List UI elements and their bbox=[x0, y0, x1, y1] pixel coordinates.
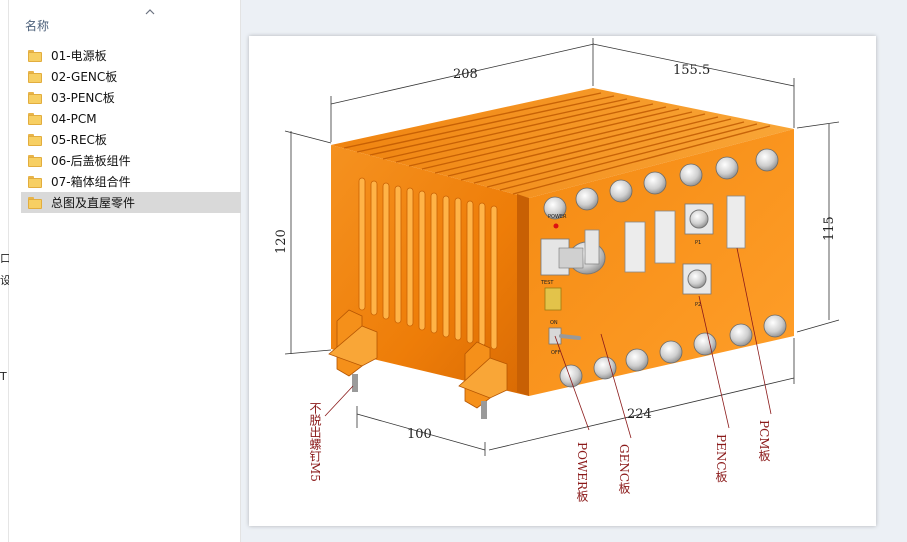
folder-icon bbox=[28, 70, 42, 83]
dimension-lines bbox=[284, 38, 840, 456]
dsub-connector bbox=[584, 229, 600, 265]
list-item[interactable]: 04-PCM bbox=[21, 108, 241, 129]
file-name: 07-箱体组合件 bbox=[51, 175, 131, 189]
panel-label-on: ON bbox=[550, 320, 558, 326]
power-led-icon bbox=[553, 223, 559, 229]
file-name: 02-GENC板 bbox=[51, 70, 118, 84]
file-name: 06-后盖板组件 bbox=[51, 154, 131, 168]
dimension-bottom-length: 224 bbox=[627, 407, 652, 422]
folder-icon bbox=[28, 49, 42, 62]
dsub-connector bbox=[654, 210, 676, 264]
preview-document: POWER TEST P1 P2 ON OFF bbox=[249, 36, 876, 526]
dimension-height-left: 120 bbox=[274, 229, 289, 254]
assembly-drawing: POWER TEST P1 P2 ON OFF bbox=[274, 38, 840, 503]
name-column-header[interactable]: 名称 bbox=[25, 19, 50, 33]
edge-glyph: 口 bbox=[0, 252, 11, 265]
edge-glyph: T bbox=[0, 370, 7, 383]
file-name: 05-REC板 bbox=[51, 133, 107, 147]
list-item[interactable]: 05-REC板 bbox=[21, 129, 241, 150]
mounting-bracket-left bbox=[328, 309, 378, 392]
list-item[interactable]: 07-箱体组合件 bbox=[21, 171, 241, 192]
folder-icon bbox=[28, 91, 42, 104]
list-item[interactable]: 06-后盖板组件 bbox=[21, 150, 241, 171]
folder-icon bbox=[28, 196, 42, 209]
panel-label-power: POWER bbox=[548, 214, 567, 220]
file-explorer-pane: 名称 01-电源板 02-GENC板 03-PENC板 04-PCM 05-RE… bbox=[9, 0, 241, 542]
bnc-connector-p1 bbox=[684, 203, 714, 235]
housing-edge bbox=[517, 194, 529, 396]
bnc-connector-p2 bbox=[682, 263, 712, 295]
list-item-selected[interactable]: 总图及直屋零件 bbox=[21, 192, 241, 213]
folder-icon bbox=[28, 154, 42, 167]
file-list: 01-电源板 02-GENC板 03-PENC板 04-PCM 05-REC板 … bbox=[21, 45, 241, 213]
callout-screw: 不脱出螺钉M5 bbox=[308, 402, 322, 482]
connector-knobs-top bbox=[543, 148, 779, 220]
dimension-top-width: 208 bbox=[453, 67, 478, 82]
left-window-edge: 口 设 T bbox=[0, 0, 11, 542]
sort-ascending-icon[interactable] bbox=[145, 7, 155, 17]
folder-icon bbox=[28, 133, 42, 146]
panel-label-p2: P2 bbox=[695, 302, 701, 308]
mounting-bracket-right bbox=[458, 341, 508, 419]
callout-leaders bbox=[324, 247, 772, 439]
ventilation-slots bbox=[358, 177, 498, 350]
list-item[interactable]: 01-电源板 bbox=[21, 45, 241, 66]
connector-knobs-bottom bbox=[559, 314, 787, 388]
panel-label-off: OFF bbox=[551, 350, 561, 356]
dimension-top-depth: 155.5 bbox=[673, 63, 710, 78]
folder-icon bbox=[28, 175, 42, 188]
sma-connector bbox=[544, 287, 562, 311]
file-name: 04-PCM bbox=[51, 111, 97, 126]
file-name: 01-电源板 bbox=[51, 49, 107, 63]
panel-label-test: TEST bbox=[540, 280, 554, 286]
dsub-connector bbox=[726, 195, 746, 249]
dsub-connector bbox=[624, 221, 646, 273]
callout-pcm-board: PCM板 bbox=[757, 420, 771, 462]
list-item[interactable]: 03-PENC板 bbox=[21, 87, 241, 108]
panel-label-p1: P1 bbox=[695, 240, 701, 246]
callout-power-board: POWER板 bbox=[575, 442, 589, 503]
callout-genc-board: GENC板 bbox=[617, 444, 631, 495]
dimension-height-right: 115 bbox=[822, 216, 837, 241]
list-item[interactable]: 02-GENC板 bbox=[21, 66, 241, 87]
heatsink-fins bbox=[343, 92, 771, 195]
edge-glyph: 设 bbox=[0, 274, 11, 287]
file-name: 总图及直屋零件 bbox=[51, 196, 136, 210]
file-name: 03-PENC板 bbox=[51, 91, 115, 105]
folder-icon bbox=[28, 112, 42, 125]
callout-penc-board: PENC板 bbox=[714, 434, 728, 483]
dimension-bottom-width: 100 bbox=[407, 427, 432, 442]
